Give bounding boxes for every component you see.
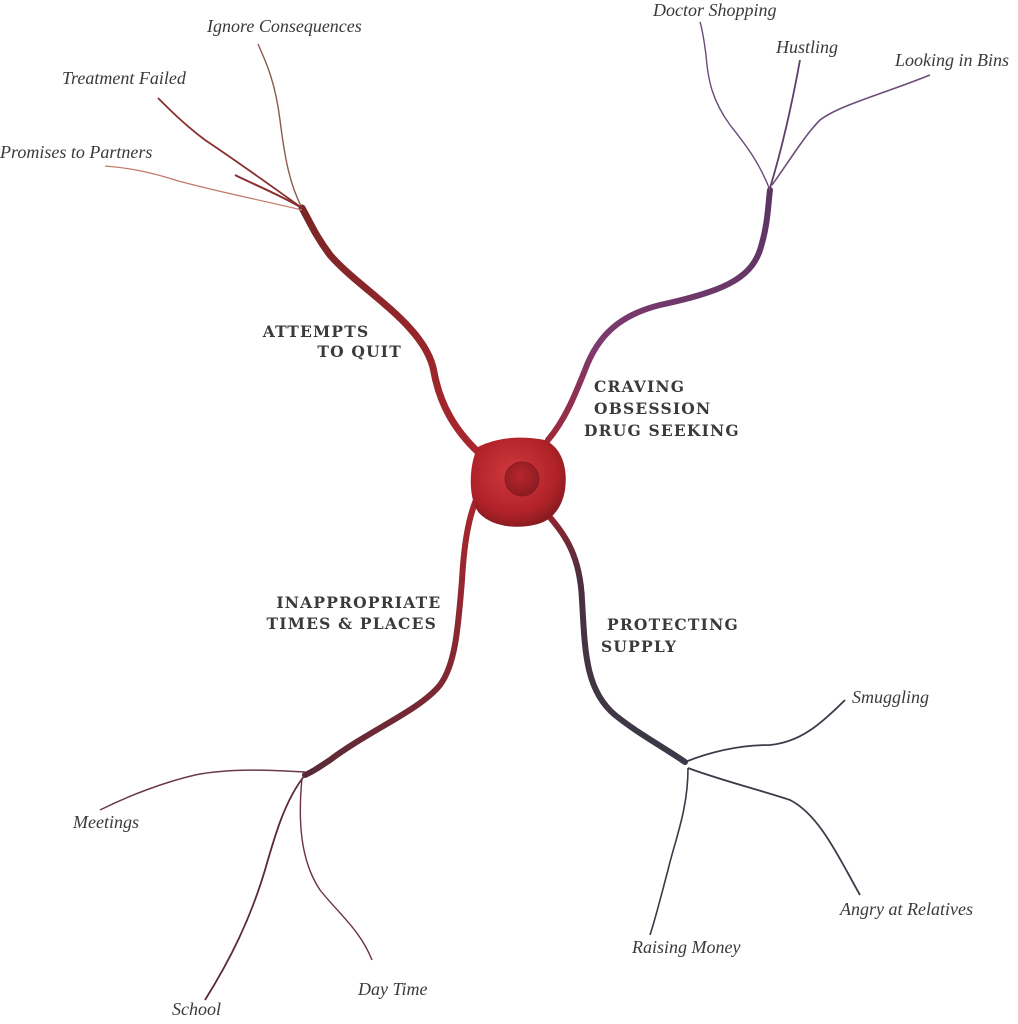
leaf-raising-money: Raising Money [631,937,740,957]
leaf-meetings: Meetings [72,812,139,832]
dendrite-smuggling [684,699,846,763]
dendrite-inappropriate-trunk [302,497,479,778]
dendrite-promises-to-partners [104,165,303,211]
branch-label-inappropriate: INAPPROPRIATE TIMES & PLACES [267,593,448,633]
dendrite-attempts-trunk [298,204,482,456]
dendrite-treatment-failed [157,97,303,209]
dendrite-doctor-shopping [699,21,771,191]
dendrite-craving-trunk [545,187,773,443]
leaf-promises-to-partners: Promises to Partners [0,142,152,162]
branch-attempts-to-quit: ATTEMPTS TO QUIT Ignore Consequences Tre… [0,16,482,456]
branch-craving: CRAVING OBSESSION DRUG SEEKING Doctor Sh… [545,0,1009,443]
leaf-looking-in-bins: Looking in Bins [894,50,1009,70]
leaf-school: School [172,999,221,1019]
branch-label-protecting: PROTECTING SUPPLY [601,615,746,656]
branch-label-craving: CRAVING OBSESSION DRUG SEEKING [584,377,740,440]
soma-nucleus [504,461,540,497]
branch-protecting-supply: PROTECTING SUPPLY Smuggling Angry at Rel… [545,512,973,957]
dendrite-looking-in-bins [771,74,931,186]
dendrite-treatment-failed-fork [234,174,303,209]
dendrite-school [204,774,306,1001]
dendrite-raising-money [649,767,689,936]
leaf-day-time: Day Time [357,979,428,999]
neuron-cell-body [470,437,566,527]
branch-inappropriate: INAPPROPRIATE TIMES & PLACES Meetings Sc… [72,497,479,1019]
leaf-doctor-shopping: Doctor Shopping [652,0,777,20]
dendrite-protecting-trunk [545,512,688,765]
leaf-hustling: Hustling [775,37,838,57]
dendrite-ignore-consequences [257,43,303,209]
branch-label-attempts: ATTEMPTS TO QUIT [262,322,402,361]
leaf-angry-at-relatives: Angry at Relatives [839,899,973,919]
leaf-ignore-consequences: Ignore Consequences [206,16,362,36]
dendrite-day-time [299,777,373,961]
leaf-smuggling: Smuggling [852,687,929,707]
leaf-treatment-failed: Treatment Failed [62,68,187,88]
dendrite-meetings [99,769,306,811]
dendrite-hustling [769,59,801,189]
dendrite-angry-at-relatives [687,767,861,896]
